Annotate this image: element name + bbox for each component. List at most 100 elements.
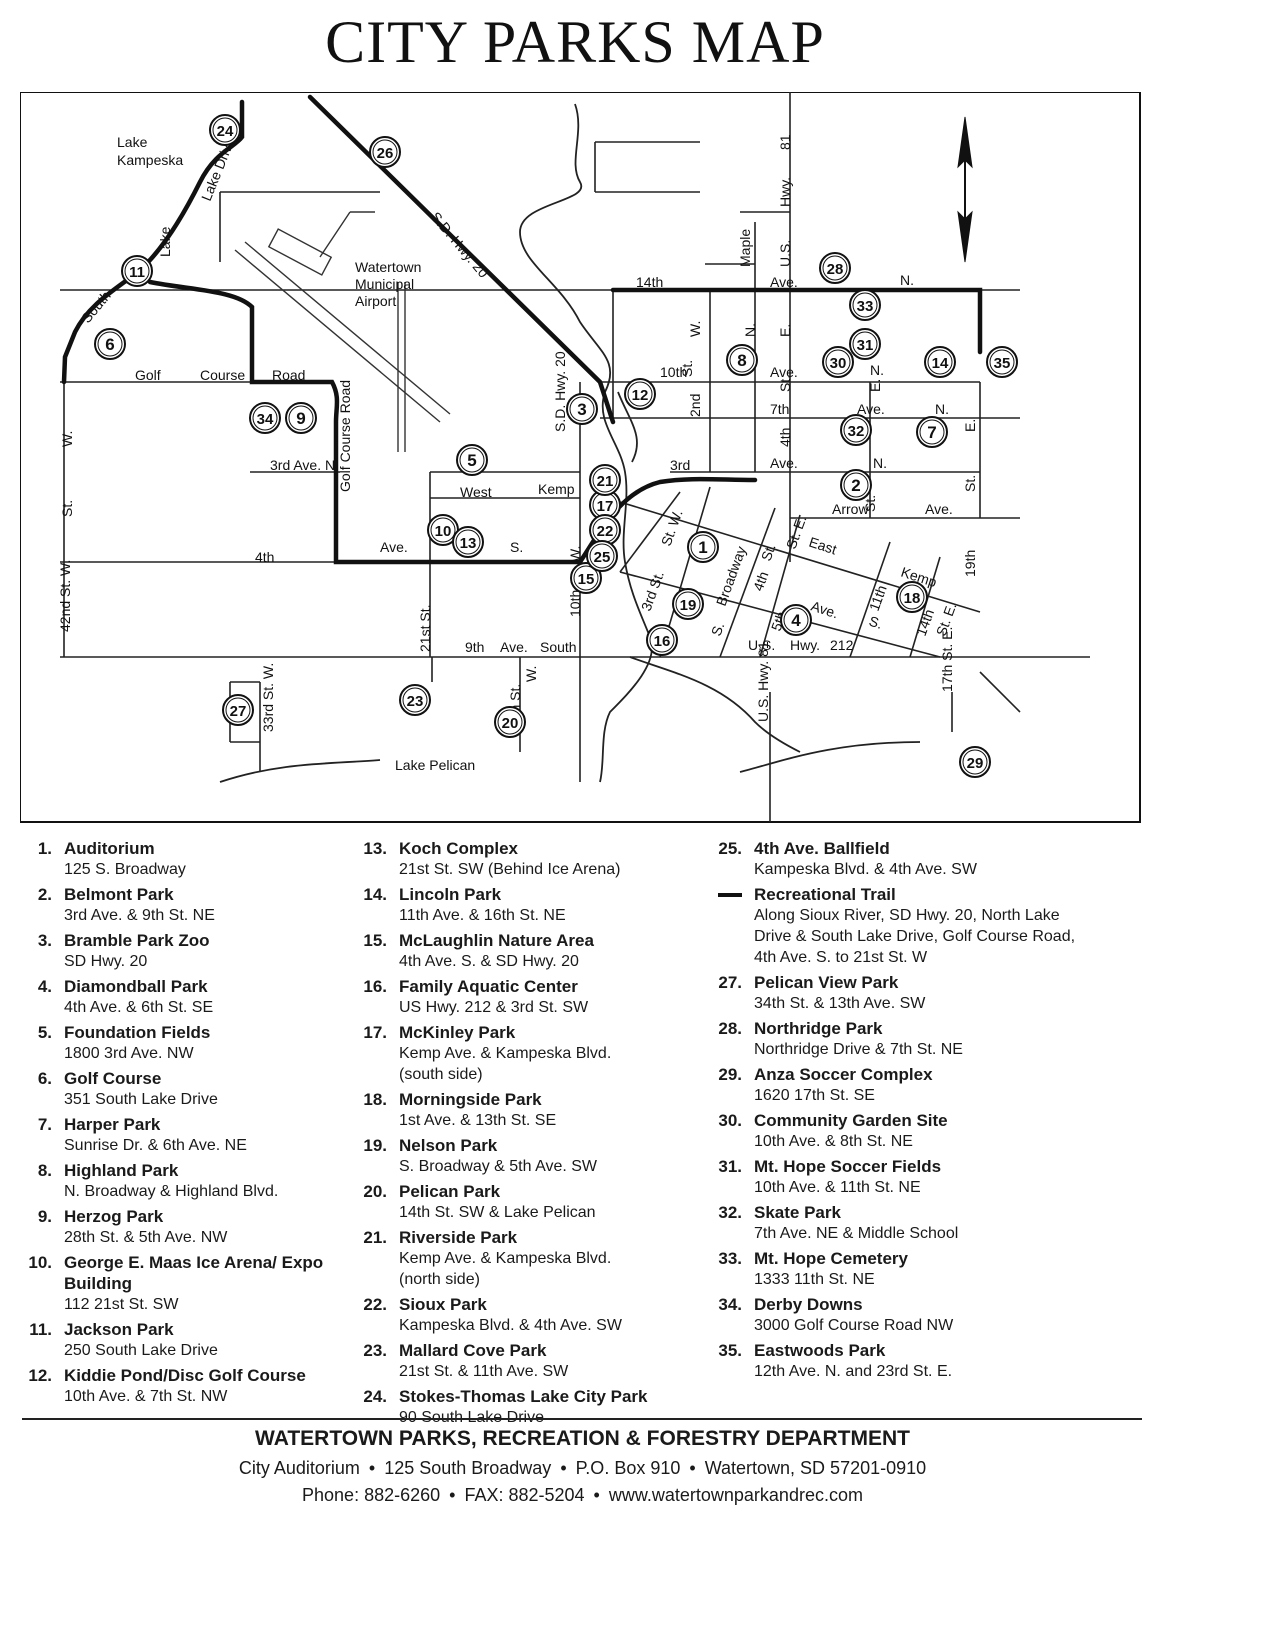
address-part: P.O. Box 910 <box>575 1458 681 1478</box>
legend-park-name: Diamondball Park <box>64 977 208 996</box>
park-marker-17[interactable]: 17 <box>589 489 621 521</box>
park-marker-31[interactable]: 31 <box>849 328 881 360</box>
legend-number: 12. <box>28 1366 52 1385</box>
park-marker-35[interactable]: 35 <box>986 346 1018 378</box>
map-label: Municipal <box>355 276 414 292</box>
legend-entry: 24.Stokes-Thomas Lake City Park90 South … <box>335 1386 705 1428</box>
marker-ring <box>690 534 716 560</box>
marker-circle <box>849 328 881 360</box>
map-label: E. <box>867 379 883 392</box>
marker-circle <box>840 469 872 501</box>
legend-number: 17. <box>363 1023 387 1042</box>
marker-ring <box>675 591 701 617</box>
marker-number: 20 <box>502 715 519 732</box>
marker-ring <box>288 405 314 431</box>
marker-ring <box>783 607 809 633</box>
park-marker-3[interactable]: 3 <box>566 393 598 425</box>
bullet-separator: • <box>368 1458 376 1478</box>
park-marker-2[interactable]: 2 <box>840 469 872 501</box>
marker-circle <box>494 706 526 738</box>
park-marker-33[interactable]: 33 <box>849 289 881 321</box>
park-marker-16[interactable]: 16 <box>646 624 678 656</box>
park-marker-20[interactable]: 20 <box>494 706 526 738</box>
park-marker-24[interactable]: 24 <box>209 114 241 146</box>
marker-circle <box>959 746 991 778</box>
map-label: 4th <box>777 428 793 447</box>
marker-circle <box>819 252 851 284</box>
marker-number: 18 <box>904 590 921 607</box>
department-name: WATERTOWN PARKS, RECREATION & FORESTRY D… <box>255 1427 910 1450</box>
legend-number: 10. <box>28 1253 52 1272</box>
park-marker-30[interactable]: 30 <box>822 346 854 378</box>
park-marker-7[interactable]: 7 <box>916 416 948 448</box>
park-marker-11[interactable]: 11 <box>121 255 153 287</box>
legend-address: 21st St. & 11th Ave. SW <box>399 1363 569 1380</box>
park-marker-34[interactable]: 34 <box>249 402 281 434</box>
map-label: 42nd St. W. <box>57 560 73 632</box>
map-label: U.S. <box>748 637 775 653</box>
legend-park-name: Pelican View Park <box>754 973 899 992</box>
legend-park-name: Pelican Park <box>399 1182 501 1201</box>
map-label: Hwy. <box>777 177 793 207</box>
park-marker-15[interactable]: 15 <box>570 562 602 594</box>
legend-address: Sunrise Dr. & 6th Ave. NE <box>64 1137 247 1154</box>
legend-park-name: Derby Downs <box>754 1295 863 1314</box>
park-marker-12[interactable]: 12 <box>624 378 656 410</box>
park-marker-1[interactable]: 1 <box>687 531 719 563</box>
legend-park-name: Highland Park <box>64 1161 179 1180</box>
legend-address: Kemp Ave. & Kampeska Blvd. <box>399 1250 612 1267</box>
legend-address: 112 21st St. SW <box>64 1296 179 1313</box>
legend-park-name: 4th Ave. Ballfield <box>754 839 890 858</box>
park-marker-4[interactable]: 4 <box>780 604 812 636</box>
marker-circle <box>589 464 621 496</box>
legend-park-name: Eastwoods Park <box>754 1341 886 1360</box>
map-label: Lake <box>157 226 173 257</box>
park-marker-6[interactable]: 6 <box>94 328 126 360</box>
map-label: 19th <box>962 550 978 577</box>
marker-number: 4 <box>791 611 801 630</box>
legend-park-name: Golf Course <box>64 1069 162 1088</box>
park-marker-23[interactable]: 23 <box>399 684 431 716</box>
marker-ring <box>372 139 398 165</box>
park-marker-26[interactable]: 26 <box>369 136 401 168</box>
map-label: St. <box>59 500 75 517</box>
contact-part[interactable]: www.watertownparkandrec.com <box>608 1485 863 1505</box>
legend-number: 30. <box>718 1111 742 1130</box>
park-marker-9[interactable]: 9 <box>285 402 317 434</box>
park-marker-22[interactable]: 22 <box>589 514 621 546</box>
park-marker-14[interactable]: 14 <box>924 346 956 378</box>
park-marker-5[interactable]: 5 <box>456 444 488 476</box>
legend-number: 19. <box>363 1136 387 1155</box>
marker-ring <box>402 687 428 713</box>
park-marker-18[interactable]: 18 <box>896 581 928 613</box>
legend-number: 29. <box>718 1065 742 1084</box>
marker-number: 17 <box>597 498 614 515</box>
park-marker-19[interactable]: 19 <box>672 588 704 620</box>
park-marker-32[interactable]: 32 <box>840 414 872 446</box>
legend-address: (south side) <box>399 1066 483 1083</box>
map-label: South <box>540 639 577 655</box>
park-marker-13[interactable]: 13 <box>452 526 484 558</box>
park-marker-8[interactable]: 8 <box>726 344 758 376</box>
legend-number: 7. <box>37 1115 52 1134</box>
map-label: Golf Course Road <box>337 380 353 492</box>
legend-number: 11. <box>29 1320 52 1339</box>
marker-ring <box>729 347 755 373</box>
legend-park-name: Stokes-Thomas Lake City Park <box>399 1387 648 1406</box>
marker-circle <box>222 694 254 726</box>
park-marker-29[interactable]: 29 <box>959 746 991 778</box>
park-marker-28[interactable]: 28 <box>819 252 851 284</box>
marker-circle <box>916 416 948 448</box>
park-marker-27[interactable]: 27 <box>222 694 254 726</box>
park-marker-25[interactable]: 25 <box>586 540 618 572</box>
park-marker-21[interactable]: 21 <box>589 464 621 496</box>
marker-number: 9 <box>296 409 305 428</box>
legend-address: 3000 Golf Course Road NW <box>754 1317 954 1334</box>
